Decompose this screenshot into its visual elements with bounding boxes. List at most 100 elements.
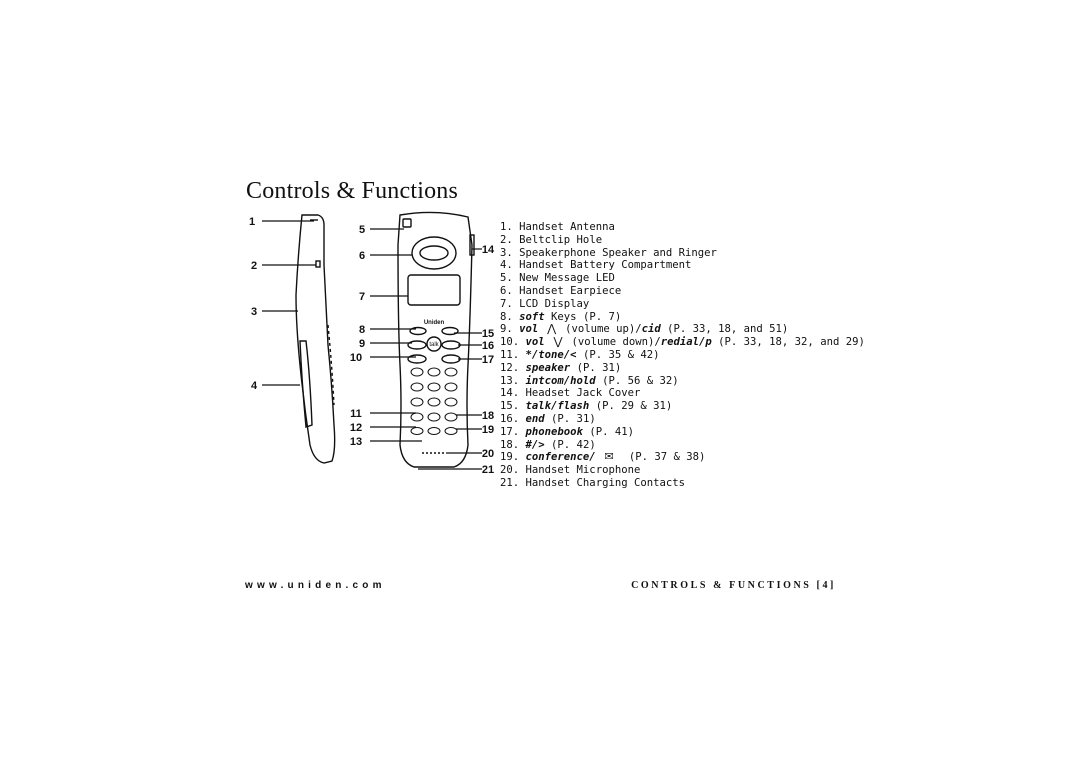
callout-6: 6 [359,250,365,262]
legend-item-text: Beltclip Hole [519,233,603,246]
legend-item: 14. Headset Jack Cover [500,387,865,400]
callout-11: 11 [350,408,362,420]
legend-item: 18. #/> (P. 42) [500,439,865,452]
handset-diagram: Uniden talk [249,211,495,476]
legend-item: 3. Speakerphone Speaker and Ringer [500,247,865,260]
legend-key-name: phonebook [525,425,583,438]
callout-7: 7 [359,291,365,303]
legend-key-name: */tone/< [525,348,577,361]
legend-key-name: conference/ [525,451,596,464]
legend-item-number: 9. [500,323,513,336]
legend-item-number: 16. [500,412,520,425]
callout-14: 14 [482,244,495,256]
legend-item-number: 13. [500,374,520,387]
legend-item: 15. talk/flash (P. 29 & 31) [500,400,865,413]
legend-item: 12. speaker (P. 31) [500,362,865,375]
legend-key-name: vol [525,336,545,349]
legend-item-text: (P. 42) [544,438,596,451]
legend-item-text: Keys (P. 7) [544,310,622,323]
brand-logo: Uniden [424,320,445,326]
legend-item-text: Handset Microphone [525,464,641,477]
legend-key-name: redial/p [660,336,712,349]
legend-item-number: 10. [500,336,520,349]
page-title: Controls & Functions [246,178,459,204]
callout-12: 12 [350,422,362,434]
legend-item-number: 7. [500,297,513,310]
legend-item-number: 12. [500,361,520,374]
legend-item-text: (P. 33, 18, and 51) [660,323,789,336]
legend-item: 17. phonebook (P. 41) [500,426,865,439]
callout-4: 4 [251,380,258,392]
callout-numbers: 1 2 3 4 5 6 7 8 9 10 11 12 13 14 15 16 1… [249,216,495,476]
callout-15: 15 [482,328,494,340]
legend-item: 19. conference/ ✉ (P. 37 & 38) [500,451,865,464]
legend-item-text: (P. 31) [570,361,622,374]
callout-18: 18 [482,410,494,422]
legend-key-name: end [525,412,545,425]
legend-item: 2. Beltclip Hole [500,234,865,247]
callout-17: 17 [482,354,494,366]
legend-key-name: speaker [525,361,571,374]
legend-item-text: Handset Antenna [519,221,615,233]
legend-item-number: 18. [500,438,520,451]
envelope-icon: ✉ [604,450,614,464]
legend-item-text: (P. 29 & 31) [589,400,673,413]
callout-20: 20 [482,448,494,460]
legend-item-text: (volume down)/ [565,336,661,349]
legend-item-number: 21. [500,476,520,489]
down-arrow-icon: ⋁ [553,335,563,349]
callout-8: 8 [359,324,365,336]
footer-website[interactable]: www.uniden.com [245,580,386,591]
legend-item-text: (P. 56 & 32) [595,374,679,387]
legend-item: 4. Handset Battery Compartment [500,259,865,272]
legend-key-name: vol [519,323,539,336]
callout-2: 2 [251,260,257,272]
legend-item: 5. New Message LED [500,272,865,285]
legend-item-number: 4. [500,259,513,272]
legend-key-name: cid [641,323,661,336]
legend-item-text: (P. 33, 18, 32, and 29) [711,336,865,349]
legend-item-text: New Message LED [519,272,615,285]
talk-key-label: talk [429,342,439,348]
legend-item-text: Headset Jack Cover [525,387,641,400]
legend-item-text: (P. 37 & 38) [616,451,706,464]
legend-item: 20. Handset Microphone [500,464,865,477]
legend-key-name: intcom/hold [525,374,596,387]
legend-item: 16. end (P. 31) [500,413,865,426]
legend-item-number: 6. [500,284,513,297]
legend-item: 11. */tone/< (P. 35 & 42) [500,349,865,362]
legend-item-text: (P. 41) [582,425,634,438]
legend-item: 1. Handset Antenna [500,221,865,234]
legend-item: 13. intcom/hold (P. 56 & 32) [500,375,865,388]
callout-lines [262,220,482,470]
legend-key-name: #/> [525,438,545,451]
handset-side-view [295,214,336,464]
legend-item-number: 14. [500,387,520,400]
legend-key-name: soft [519,310,545,323]
callout-9: 9 [359,338,365,350]
legend-key-name: talk/flash [525,400,590,413]
legend-item: 6. Handset Earpiece [500,285,865,298]
legend-item-text: (P. 35 & 42) [576,348,660,361]
keypad [410,367,458,435]
footer-section-page: CONTROLS & FUNCTIONS [4] [631,580,836,591]
legend-item-text: (volume up)/ [558,323,642,336]
legend-item: 9. vol ⋀ (volume up)/cid (P. 33, 18, and… [500,323,865,336]
callout-5: 5 [359,224,365,236]
legend-item: 21. Handset Charging Contacts [500,477,865,490]
callout-21: 21 [482,464,494,476]
legend-item-number: 11. [500,348,520,361]
legend-item-number: 8. [500,310,513,323]
legend-item-text: Handset Charging Contacts [525,476,685,489]
callout-3: 3 [251,306,257,318]
legend-item-number: 15. [500,400,520,413]
legend-item-number: 3. [500,246,513,259]
legend-item-number: 1. [500,221,513,233]
legend-item: 10. vol ⋁ (volume down)/redial/p (P. 33,… [500,335,865,349]
callout-16: 16 [482,340,494,352]
legend-item-text: Handset Battery Compartment [519,259,692,272]
legend-item-text: (P. 31) [544,412,596,425]
legend-item-text: LCD Display [519,297,590,310]
legend-item-number: 2. [500,233,513,246]
